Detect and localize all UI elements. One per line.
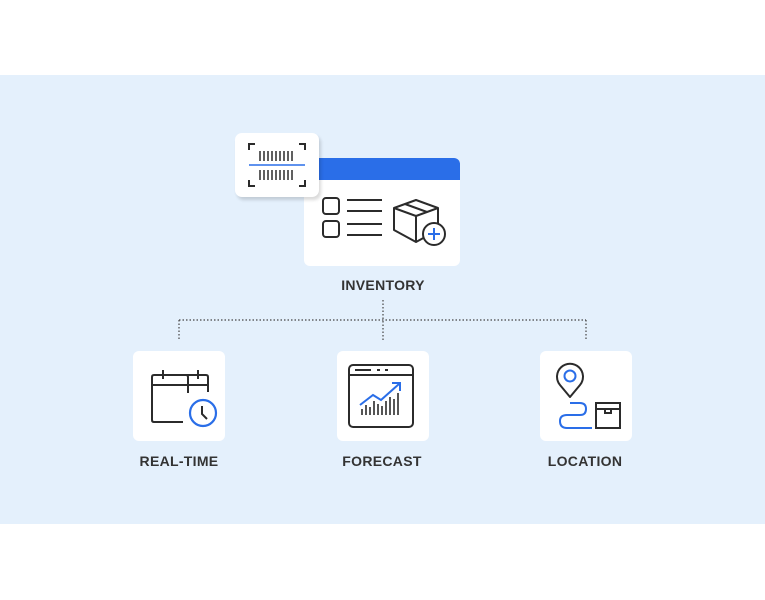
location-node [540, 351, 632, 441]
forecast-label: FORECAST [342, 453, 422, 469]
checklist-icon [322, 197, 382, 238]
forecast-node [337, 351, 429, 441]
barcode-scanner-card [235, 133, 319, 197]
inventory-card [304, 158, 460, 266]
calendar-clock-icon [151, 370, 218, 428]
barcode-scanner-icon [248, 143, 306, 187]
card-header-bar [304, 158, 460, 180]
realtime-label: REAL-TIME [139, 453, 219, 469]
location-label: LOCATION [547, 453, 623, 469]
diagram-background [0, 75, 765, 524]
chart-window-icon [348, 364, 414, 428]
route-location-icon [556, 362, 621, 429]
inventory-label: INVENTORY [341, 277, 425, 293]
box-add-icon [393, 199, 446, 246]
realtime-node [133, 351, 225, 441]
